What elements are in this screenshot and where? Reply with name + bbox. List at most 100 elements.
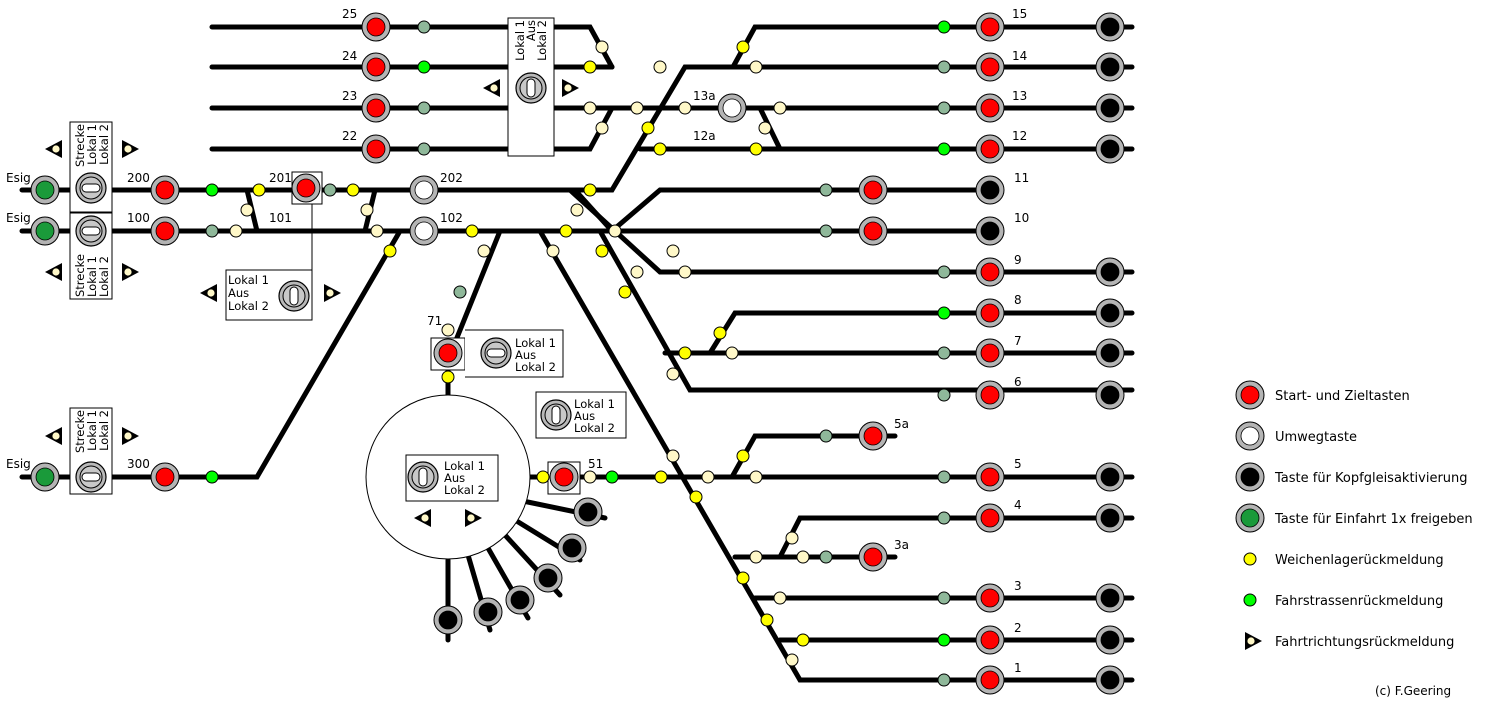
key-cap [980,508,1000,528]
key-cap [863,547,883,567]
start-key-200[interactable] [150,175,180,205]
start-key-3a[interactable] [858,542,888,572]
headtrack-key-7[interactable] [1095,298,1125,328]
headtrack-key-19[interactable] [557,533,587,563]
point-lamp-2 [653,60,667,74]
route-lamp-5 [937,60,951,74]
direction-lamp [206,288,216,298]
legend-entry-key-icon[interactable] [1235,503,1265,533]
entry-key-1[interactable] [30,216,60,246]
start-key-14[interactable] [975,52,1005,82]
start-key-4[interactable] [975,503,1005,533]
detour-key-102[interactable] [409,216,439,246]
start-key-23[interactable] [361,93,391,123]
key-cap [578,502,598,522]
start-key-24[interactable] [361,52,391,82]
start-key-71[interactable] [433,338,463,368]
point-lamp-27 [546,244,560,258]
key-switch-201[interactable] [278,280,310,312]
key-cap [980,303,1000,323]
headtrack-key-16[interactable] [473,597,503,627]
start-key-25[interactable] [361,12,391,42]
start-key-11-a[interactable] [858,175,888,205]
label-switches-lokal1: Lokal 1 [444,459,485,473]
headtrack-key-18[interactable] [533,563,563,593]
point-lamp-1 [583,60,597,74]
key-cap [1100,57,1120,77]
headtrack-key-17[interactable] [505,585,535,615]
route-lamp-2 [417,101,431,115]
key-switch-300[interactable] [75,461,107,493]
label-track_labels-t12: 12 [1012,129,1027,143]
entry-key-0[interactable] [30,175,60,205]
entry-key-2[interactable] [30,462,60,492]
route-lamp-20 [937,673,951,687]
key-switch-71[interactable] [480,337,512,369]
headtrack-key-11[interactable] [1095,503,1125,533]
headtrack-key-13[interactable] [1095,625,1125,655]
start-key-5[interactable] [975,462,1005,492]
headtrack-key-5[interactable] [975,216,1005,246]
key-cap [366,17,386,37]
start-key-5a[interactable] [858,421,888,451]
headtrack-key-6[interactable] [1095,257,1125,287]
label-track_labels-t5: 5 [1014,457,1022,471]
headtrack-key-1[interactable] [1095,52,1125,82]
headtrack-key-20[interactable] [573,497,603,527]
headtrack-key-0[interactable] [1095,12,1125,42]
start-key-13[interactable] [975,93,1005,123]
label-track_labels-t8: 8 [1014,293,1022,307]
key-cap [980,670,1000,690]
key-switch-51[interactable] [540,399,572,431]
start-key-300[interactable] [150,462,180,492]
headtrack-key-4[interactable] [975,175,1005,205]
route-lamp-25 [453,285,467,299]
start-key-1[interactable] [975,665,1005,695]
legend-start-key-icon[interactable] [1235,380,1265,410]
start-key-6[interactable] [975,380,1005,410]
start-key-8[interactable] [975,298,1005,328]
track-segment [567,187,1135,275]
label-track_labels-t201: 201 [269,171,292,185]
start-key-201[interactable] [291,173,321,203]
legend-detour-key-icon[interactable] [1235,421,1265,451]
headtrack-key-9[interactable] [1095,380,1125,410]
key-switch-turntable[interactable] [407,461,439,493]
legend-headtrack-key-icon[interactable] [1235,462,1265,492]
key-switch-200[interactable] [75,172,107,204]
label-track_labels-t13a: 13a [693,89,716,103]
detour-key-13a[interactable] [717,93,747,123]
start-key-22[interactable] [361,134,391,164]
route-lamp-1 [417,60,431,74]
start-key-3[interactable] [975,583,1005,613]
label-track_labels-t6: 6 [1014,375,1022,389]
headtrack-key-2[interactable] [1095,93,1125,123]
key-cap [980,385,1000,405]
headtrack-key-8[interactable] [1095,338,1125,368]
start-key-51[interactable] [549,462,579,492]
key-cap [296,178,316,198]
point-lamp-16 [583,183,597,197]
headtrack-key-12[interactable] [1095,583,1125,613]
point-lamp-30 [630,265,644,279]
direction-lamp [1246,636,1256,646]
route-lamp-18 [937,591,951,605]
start-key-9[interactable] [975,257,1005,287]
start-key-12[interactable] [975,134,1005,164]
detour-key-202[interactable] [409,175,439,205]
track-segment [537,228,1135,683]
headtrack-key-14[interactable] [1095,665,1125,695]
headtrack-key-15[interactable] [433,605,463,635]
key-cap [366,98,386,118]
start-key-2[interactable] [975,625,1005,655]
key-cap [980,180,1000,200]
start-key-100[interactable] [150,216,180,246]
headtrack-key-10[interactable] [1095,462,1125,492]
start-key-15[interactable] [975,12,1005,42]
start-key-10-a[interactable] [858,216,888,246]
start-key-7[interactable] [975,338,1005,368]
headtrack-key-3[interactable] [1095,134,1125,164]
key-switch-top[interactable] [515,72,547,104]
key-switch-100[interactable] [75,215,107,247]
key-cap [980,262,1000,282]
